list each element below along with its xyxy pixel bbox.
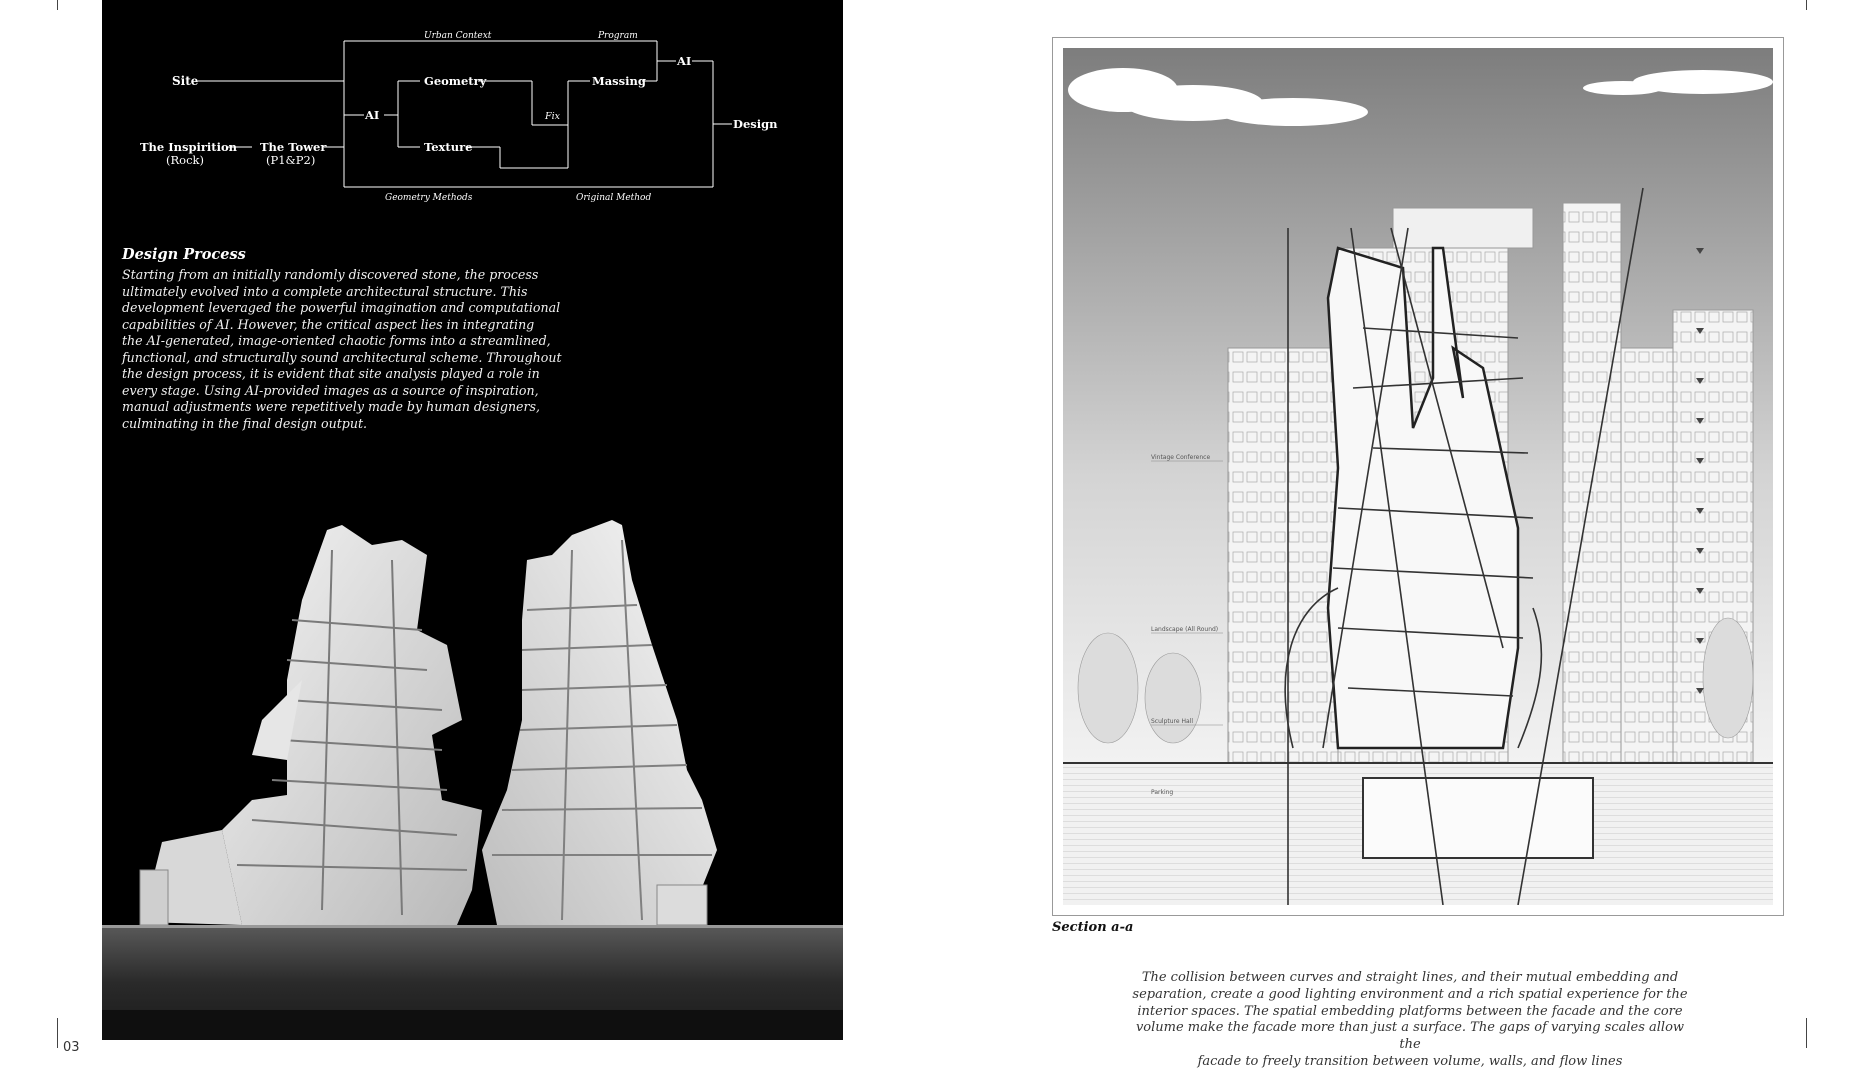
section-title: Section a-a [1052, 920, 1134, 935]
section-drawing: Vintage Conference Landscape (All Round)… [1063, 48, 1773, 905]
node-fix: Fix [544, 111, 561, 122]
label-geometry-methods: Geometry Methods [385, 193, 473, 203]
clouds [1068, 68, 1773, 126]
bg-building-4 [1620, 347, 1682, 764]
design-flow-diagram: Site The Inspirition (Rock) The Tower (P… [140, 31, 778, 203]
left-page-panel: Site The Inspirition (Rock) The Tower (P… [102, 0, 843, 1040]
node-inspiration-sub: (Rock) [166, 153, 204, 167]
crop-mark-top-left [57, 0, 58, 10]
label-urban-context: Urban Context [424, 31, 492, 41]
annotation-sculpture-hall: Sculpture Hall [1151, 718, 1193, 725]
section-drawing-frame: Vintage Conference Landscape (All Round)… [1052, 37, 1784, 916]
crop-mark-bottom-right [1806, 1018, 1807, 1048]
node-tower-sub: (P1&P2) [266, 153, 315, 167]
node-tower: The Tower [260, 140, 327, 154]
level-markers [1696, 248, 1704, 694]
node-texture: Texture [424, 140, 472, 154]
design-process-heading: Design Process [122, 246, 246, 263]
trees [1077, 617, 1754, 744]
node-design: Design [733, 117, 778, 131]
tower-section [1326, 246, 1520, 750]
node-ai-left: AI [364, 108, 379, 122]
design-process-body: Starting from an initially randomly disc… [122, 267, 562, 431]
left-tower-model [139, 525, 482, 926]
node-ai-right: AI [676, 54, 691, 68]
crop-mark-top-right [1806, 0, 1807, 10]
node-site: Site [172, 74, 199, 88]
design-process-block: Design Process Starting from an initiall… [122, 246, 582, 432]
section-caption: The collision between curves and straigh… [1132, 970, 1688, 1069]
crop-mark-bottom-left [57, 1018, 58, 1048]
annotation-vintage-conference: Vintage Conference [1151, 454, 1210, 461]
annotation-parking: Parking [1151, 789, 1173, 796]
right-tower-model [482, 520, 717, 926]
annotation-landscape: Landscape (All Round) [1151, 626, 1218, 633]
node-geometry: Geometry [424, 74, 487, 88]
node-inspiration: The Inspirition [140, 140, 238, 154]
node-massing: Massing [592, 74, 646, 88]
model-photograph [102, 470, 843, 1040]
basement-parking [1362, 777, 1594, 859]
label-program: Program [597, 31, 638, 41]
label-original-method: Original Method [576, 193, 651, 203]
